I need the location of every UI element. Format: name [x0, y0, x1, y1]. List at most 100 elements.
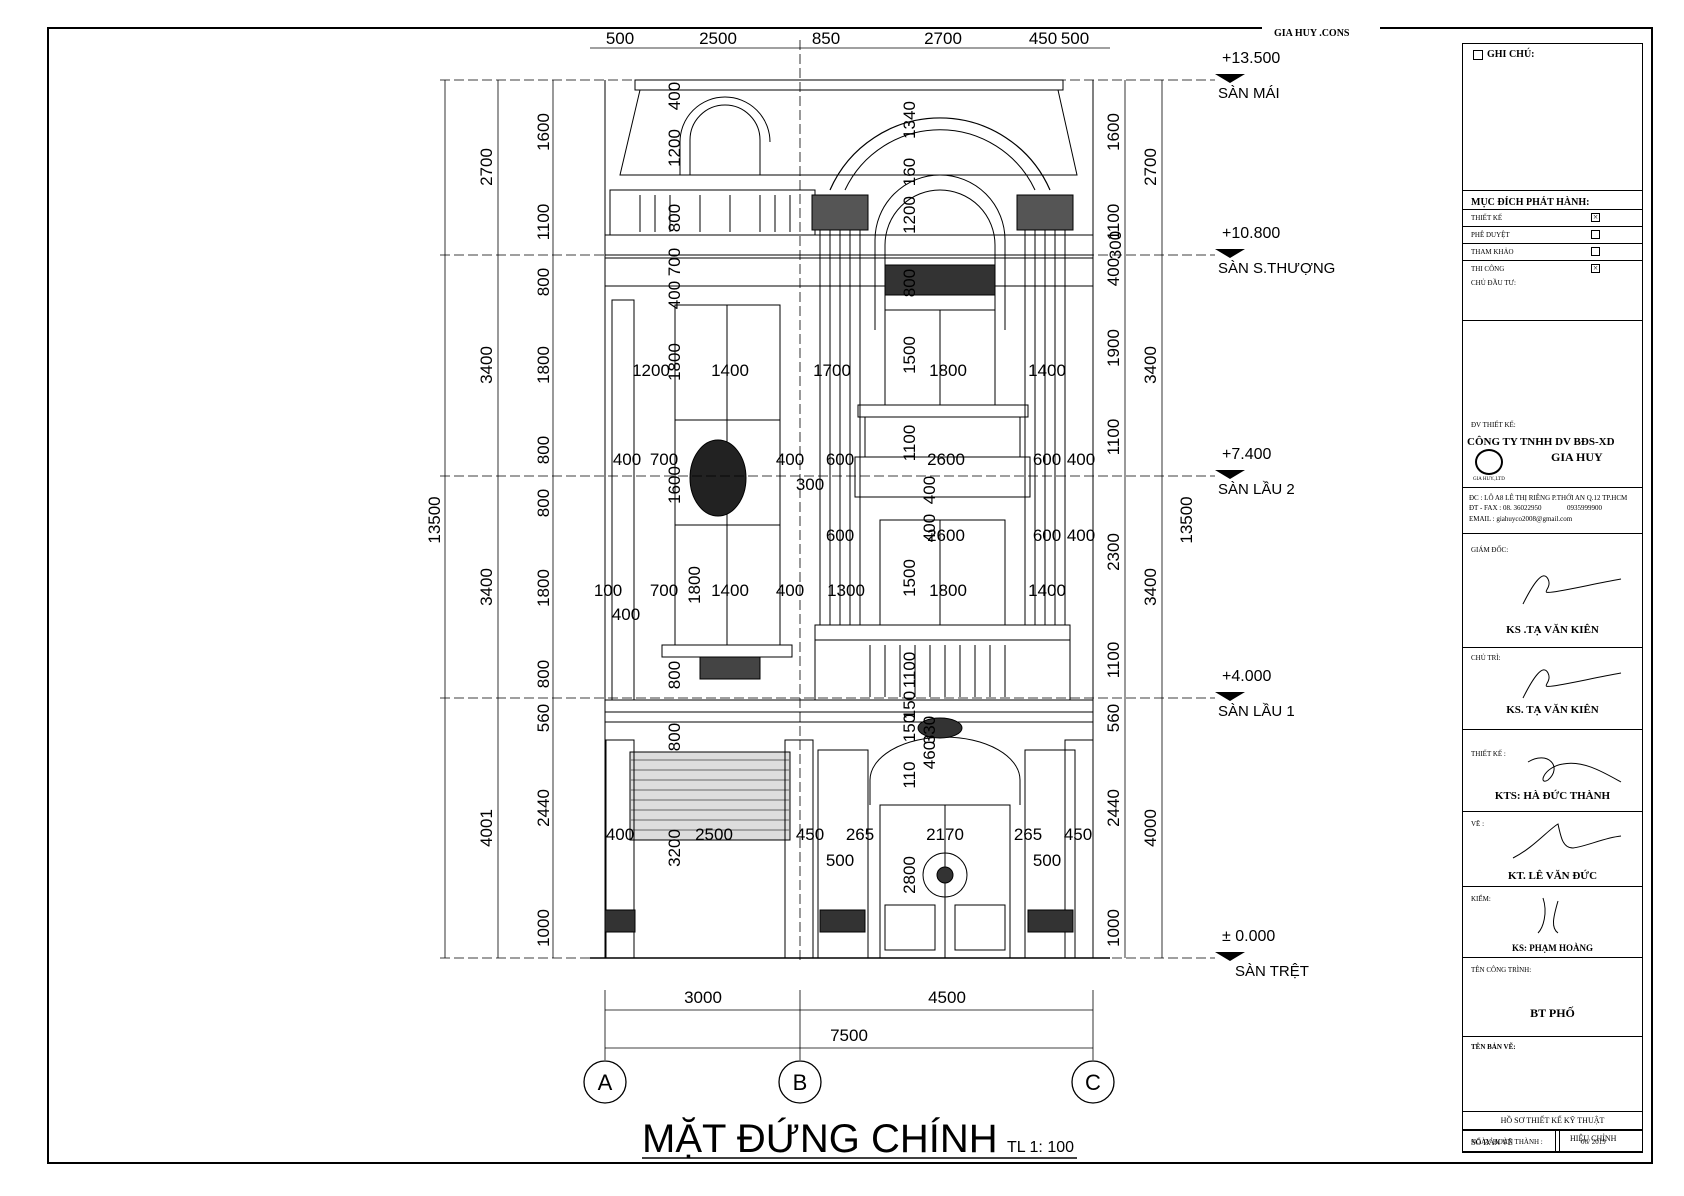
left-detail-dimension: 1600	[534, 113, 553, 151]
director-section: GIÁM ĐỐC: KS .TẠ VĂN KIÊN	[1463, 534, 1642, 648]
level-triangle-icon	[1215, 470, 1245, 479]
top-dimension: 500	[606, 29, 634, 48]
checkbox	[1591, 230, 1600, 239]
crest-ornament	[689, 439, 747, 517]
check-section: KIỂM: KS: PHẠM HOÀNG	[1463, 887, 1642, 958]
level-triangle-icon	[1215, 692, 1245, 701]
drawing-title: MẶT ĐỨNG CHÍNH	[642, 1116, 998, 1161]
left-detail-dimension: 1000	[534, 909, 553, 947]
lead-label: CHỦ TRÌ:	[1471, 654, 1501, 662]
contact-section: ĐC : LÔ A8 LÊ THỊ RIÊNG P.THỚI AN Q.12 T…	[1463, 488, 1642, 534]
email: EMAIL : giahuyco2008@gmail.com	[1469, 515, 1573, 523]
designer-unit-label: ĐV THIẾT KẾ:	[1471, 421, 1516, 429]
interior-dimension: 1300	[827, 581, 865, 600]
checkbox: ×	[1591, 212, 1600, 222]
interior-dimension: 300	[796, 475, 824, 494]
interior-dimension: 400	[1067, 450, 1095, 469]
right-detail-dimension: 1000	[1104, 909, 1123, 947]
purpose-item-label: THI CÔNG	[1471, 265, 1505, 273]
level-triangle-icon	[1215, 74, 1245, 83]
interior-dimension: 450	[1064, 825, 1092, 844]
interior-dimension: 1400	[1028, 581, 1066, 600]
top-dimension: 2700	[924, 29, 962, 48]
left-total-dimension: 13500	[425, 496, 444, 543]
interior-dimension: 1400	[711, 361, 749, 380]
interior-dimension: 1800	[929, 361, 967, 380]
interior-dimension: 1200	[900, 196, 919, 234]
interior-dimension: 800	[665, 661, 684, 689]
interior-dimension: 110	[900, 761, 919, 788]
level-name: SÀN TRỆT	[1235, 963, 1309, 980]
checkbox	[1591, 247, 1600, 256]
interior-dimension: 800	[900, 269, 919, 297]
interior-dimension: 400	[1067, 526, 1095, 545]
interior-dimension: 800	[665, 723, 684, 751]
right-floor-dimension: 4000	[1141, 809, 1160, 847]
interior-dimension: 1400	[711, 581, 749, 600]
designer-signature	[1527, 757, 1622, 783]
interior-dimension: 1200	[632, 361, 670, 380]
level-name: SÀN MÁI	[1218, 85, 1280, 102]
check-name: KS: PHẠM HOÀNG	[1512, 943, 1593, 953]
sheet-section: TÊN BẢN VẼ:	[1463, 1037, 1642, 1112]
interior-dimension: 400	[776, 450, 804, 469]
doc-type: HỒ SƠ THIẾT KẾ KỸ THUẬT	[1500, 1116, 1605, 1125]
interior-dimension: 400	[665, 281, 684, 309]
interior-dimension: 400	[920, 476, 939, 504]
phone: ĐT - FAX : 08. 36022950	[1469, 504, 1542, 512]
bottom-total-dimension: 7500	[830, 1026, 868, 1045]
level-marker	[1215, 692, 1245, 701]
checkbox: ×	[1591, 263, 1600, 273]
right-detail-dimension: 1100	[1104, 204, 1123, 241]
interior-dimension: 1340	[900, 101, 919, 139]
left-floor-dimension: 3400	[477, 346, 496, 384]
lead-signature	[1522, 669, 1622, 699]
axis-label: B	[793, 1070, 808, 1095]
director-name: KS .TẠ VĂN KIÊN	[1506, 624, 1599, 636]
right-detail-dimension: 1600	[1104, 113, 1123, 151]
left-detail-dimension: 1800	[534, 569, 553, 607]
interior-dimension: 265	[846, 825, 874, 844]
project-label: TÊN CÔNG TRÌNH:	[1471, 966, 1532, 974]
bottom-dimension: 4500	[928, 988, 966, 1007]
interior-dimension: 2600	[927, 450, 965, 469]
company-brand: GIA HUY	[1551, 450, 1603, 464]
interior-dimension: 400	[665, 82, 684, 110]
purpose-item-label: PHÊ DUYỆT	[1471, 231, 1510, 239]
lead-section: CHỦ TRÌ: KS. TẠ VĂN KIÊN	[1463, 648, 1642, 730]
right-total-dimension: 13500	[1177, 496, 1196, 543]
sheet-label: TÊN BẢN VẼ:	[1471, 1043, 1516, 1051]
draw-name: KT. LÊ VĂN ĐỨC	[1507, 870, 1598, 882]
finish-box: NGÀY HOÀN THÀNH : 06/ 2019	[1462, 1130, 1643, 1152]
address: ĐC : LÔ A8 LÊ THỊ RIÊNG P.THỚI AN Q.12 T…	[1469, 494, 1628, 502]
interior-dimension: 400	[612, 605, 640, 624]
interior-dimension: 1200	[665, 129, 684, 167]
interior-dimension: 1600	[665, 466, 684, 504]
level-elevation: ± 0.000	[1222, 928, 1275, 945]
interior-dimension: 500	[826, 851, 854, 870]
purpose-item: PHÊ DUYỆT	[1463, 226, 1642, 243]
notes-label: GHI CHÚ:	[1487, 49, 1535, 60]
logo-caption: GIA HUY.,LTD	[1473, 477, 1505, 482]
interior-dimension: 400	[606, 825, 634, 844]
director-signature	[1522, 575, 1622, 605]
interior-dimension: 160	[900, 158, 919, 186]
interior-dimension: 1100	[900, 425, 919, 462]
sheet-no-label: SỐ BẢN VẼ	[1471, 1138, 1513, 1147]
top-dimension: 2500	[699, 29, 737, 48]
designer-section: ĐV THIẾT KẾ: CÔNG TY TNHH DV BĐS-XD GIA …	[1463, 321, 1642, 488]
drawing-scale: TL 1: 100	[1007, 1139, 1074, 1156]
left-detail-dimension: 1100	[534, 204, 553, 241]
interior-dimension: 300	[1106, 231, 1125, 259]
level-name: SÀN LẦU 2	[1218, 481, 1295, 498]
level-elevation: +4.000	[1222, 668, 1271, 685]
interior-dimension: 600	[826, 450, 854, 469]
design-label: THIẾT KẾ :	[1471, 750, 1506, 758]
purpose-label: MỤC ĐÍCH PHÁT HÀNH:	[1471, 197, 1590, 208]
right-detail-dimension: 2300	[1104, 533, 1123, 571]
interior-dimension: 1800	[665, 343, 684, 381]
